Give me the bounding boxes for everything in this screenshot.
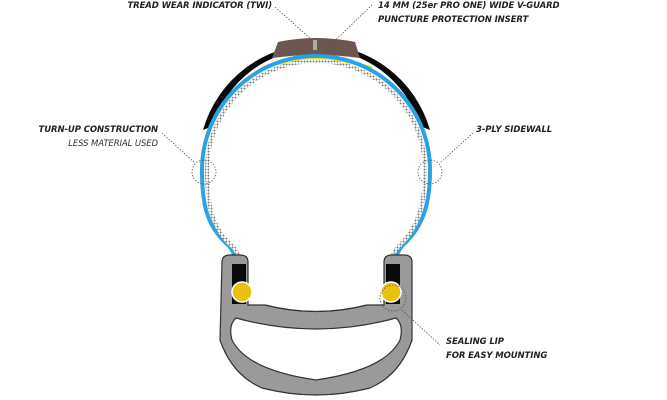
label-sealing-line2: FOR EASY MOUNTING [446,351,548,361]
rim-hollow [230,317,402,381]
bead-right [380,281,402,303]
casing-blue-ply [199,54,433,289]
callout-lines [161,4,474,346]
twi-marker [313,40,317,50]
label-twi: TREAD WEAR INDICATOR (TWI) [127,1,272,11]
casing-dotted-ply [204,59,428,289]
rim-channel [264,304,368,312]
label-turnup-line2: LESS MATERIAL USED [68,139,158,149]
label-insert-line1: 14 MM (25er PRO ONE) WIDE V-GUARD [378,1,560,11]
label-turnup-line1: TURN-UP CONSTRUCTION [38,125,159,135]
label-sealing-line1: SEALING LIP [446,337,504,347]
bead-left [231,281,253,303]
label-sidewall: 3-PLY SIDEWALL [476,125,553,135]
label-insert-line2: PUNCTURE PROTECTION INSERT [378,15,529,25]
